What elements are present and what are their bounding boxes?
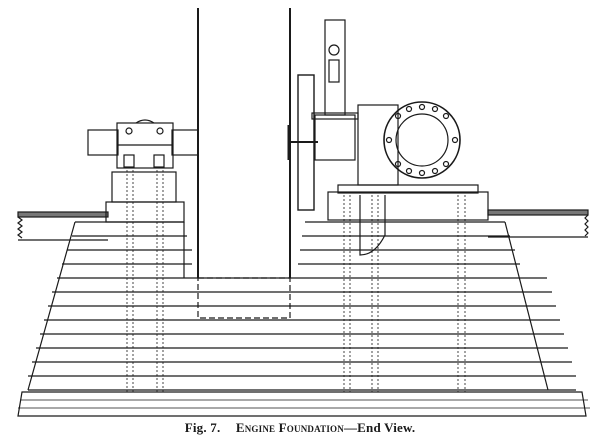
engine-foundation-drawing	[17, 8, 590, 417]
figure-subtitle: —End View.	[343, 420, 416, 435]
figure-caption: Fig. 7. Engine Foundation—End View.	[0, 420, 600, 436]
floor-beam-left	[17, 211, 109, 241]
rubble-footing	[17, 391, 590, 417]
floor-beam-right	[487, 209, 589, 238]
stepped-brick-foundation	[27, 170, 576, 392]
figure-title: Engine Foundation	[235, 420, 344, 435]
outboard-bearing-pedestal	[87, 119, 199, 223]
figure-number: Fig. 7.	[184, 420, 221, 435]
